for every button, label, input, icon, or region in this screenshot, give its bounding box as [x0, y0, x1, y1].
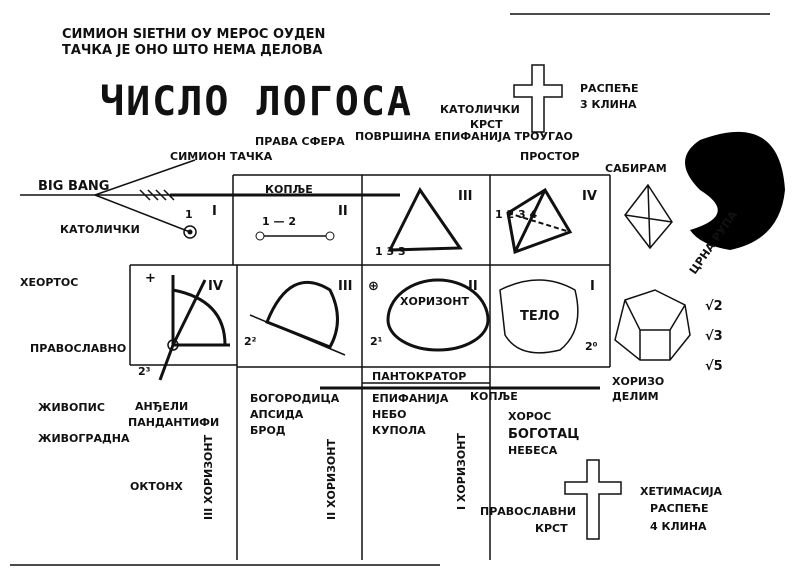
cell-top-2: КОПЉЕ 1 — 2 II	[255, 183, 348, 241]
orthodox-cross-icon	[564, 459, 622, 540]
svg-text:III: III	[458, 189, 473, 204]
svg-text:2²: 2²	[244, 335, 257, 348]
root-3: √3	[705, 329, 723, 344]
svg-text:1 2 3 4: 1 2 3 4	[495, 208, 537, 221]
oktonh-label: ОКТОНХ	[130, 480, 183, 493]
svg-text:⊕: ⊕	[368, 279, 379, 294]
svg-text:IV: IV	[208, 279, 223, 294]
svg-text:ПОВРШИНА ЕПИФАНИЈА ТРОУГАО: ПОВРШИНА ЕПИФАНИЈА ТРОУГАО	[355, 130, 573, 143]
cell-top-3: ПОВРШИНА ЕПИФАНИЈА ТРОУГАО 1 3 3 III	[355, 130, 573, 258]
bogorodica-3: БРОД	[250, 424, 286, 437]
hetimasija-1: ХЕТИМАСИЈА	[640, 485, 723, 498]
horizont-3-label: III ХОРИЗОНТ	[202, 434, 215, 520]
svg-text:II: II	[338, 204, 348, 219]
horizont-2-label: II ХОРИЗОНТ	[325, 439, 338, 520]
katolicki-label: КАТОЛИЧКИ	[60, 223, 140, 236]
horos-1: ХОРОС	[508, 410, 551, 423]
heortos-label: ХЕОРТОС	[20, 276, 78, 289]
epifanija-3: КУПОЛА	[372, 424, 426, 437]
cell-bottom-1: ТЕЛО 2⁰ I	[499, 279, 598, 354]
svg-text:1 — 2: 1 — 2	[262, 215, 296, 228]
horos-3: НЕБЕСА	[508, 444, 558, 457]
svg-text:1: 1	[185, 208, 193, 221]
svg-text:+: +	[145, 271, 156, 286]
svg-text:ПРОСТОР: ПРОСТОР	[520, 150, 580, 163]
horizont-1-label: I ХОРИЗОНТ	[455, 433, 468, 510]
raspece-3-2: 3 КЛИНА	[580, 98, 637, 111]
hetimasija-2: РАСПЕЋЕ	[650, 502, 709, 515]
horos-2: БОГОТАЦ	[508, 427, 579, 442]
polyhedron-net	[614, 289, 691, 361]
bogorodica-1: БОГОРОДИЦА	[250, 392, 340, 405]
pravoslavni-krst-1: ПРАВОСЛАВНИ	[480, 505, 576, 518]
catholic-cross-icon	[513, 64, 563, 133]
bogorodica-2: АПСИДА	[250, 408, 304, 421]
svg-text:2¹: 2¹	[370, 335, 383, 348]
katolicki-krst-2: КРСТ	[470, 118, 503, 131]
sabiram-polyhedron	[624, 183, 673, 250]
raspece-3-1: РАСПЕЋЕ	[580, 82, 639, 95]
svg-text:III: III	[338, 279, 353, 294]
katolicki-krst-1: КАТОЛИЧКИ	[440, 103, 520, 116]
svg-text:ТЕЛО: ТЕЛО	[520, 309, 560, 324]
root-2: √2	[705, 299, 723, 314]
epifanija-1: ЕПИФАНИЈА	[372, 392, 449, 405]
zivopis-label: ЖИВОПИС	[38, 401, 105, 414]
svg-text:2³: 2³	[138, 365, 151, 378]
prava-sfera-label: ПРАВА СФЕРА	[255, 135, 345, 148]
pantokrator-label: ПАНТОКРАТОР	[372, 370, 466, 383]
big-bang-arrows	[20, 159, 400, 233]
pandantifi-label: ПАНДАНТИФИ	[128, 416, 219, 429]
caption-line-2: ТАЧКА ЈЕ ОНО ШТО НЕМА ДЕЛОВА	[62, 43, 322, 58]
svg-text:I: I	[590, 279, 595, 294]
svg-text:IV: IV	[582, 189, 597, 204]
cell-bottom-4: + IV 2³	[138, 271, 230, 381]
cell-bottom-3: 2² III	[244, 279, 353, 356]
svg-text:I: I	[212, 204, 217, 219]
black-hole-shape	[685, 131, 785, 250]
svg-text:КОПЉЕ: КОПЉЕ	[265, 183, 313, 196]
svg-text:ХОРИЗОНТ: ХОРИЗОНТ	[400, 295, 469, 308]
koplje-bottom-label: КОПЉЕ	[470, 390, 518, 403]
grid-lines	[10, 13, 770, 566]
page-title: ЧИСЛО ЛОГОСА	[100, 79, 413, 125]
pravoslavni-krst-2: КРСТ	[535, 522, 568, 535]
pravoslavno-label: ПРАВОСЛАВНО	[30, 342, 126, 355]
andjeli-label: АНЂЕЛИ	[135, 400, 188, 413]
cell-top-1: 1 I	[183, 204, 217, 239]
hetimasija-3: 4 КЛИНА	[650, 520, 707, 533]
caption-line-1: СИМИОН ЅІЕТНИ ОУ МЕРОС ОУДЕN	[62, 27, 325, 42]
zivogradna-label: ЖИВОГРАДНА	[38, 432, 130, 445]
epifanija-2: НЕБО	[372, 408, 406, 421]
root-5: √5	[705, 359, 723, 374]
big-bang-label: BIG BANG	[38, 179, 109, 194]
svg-text:II: II	[468, 279, 478, 294]
horizo-delim-2: ДЕЛИМ	[612, 390, 659, 403]
svg-text:1 3 3: 1 3 3	[375, 245, 406, 258]
svg-text:2⁰: 2⁰	[585, 340, 598, 353]
cell-bottom-2: ХОРИЗОНТ ⊕ 2¹ II	[368, 278, 490, 352]
sabiram-label: САБИРАМ	[605, 162, 667, 175]
cell-top-4: ПРОСТОР 1 2 3 4 IV	[495, 150, 597, 255]
simion-tacka-label: СИМИОН ТАЧКА	[170, 150, 273, 163]
horizo-delim-1: ХОРИЗО	[612, 375, 664, 388]
